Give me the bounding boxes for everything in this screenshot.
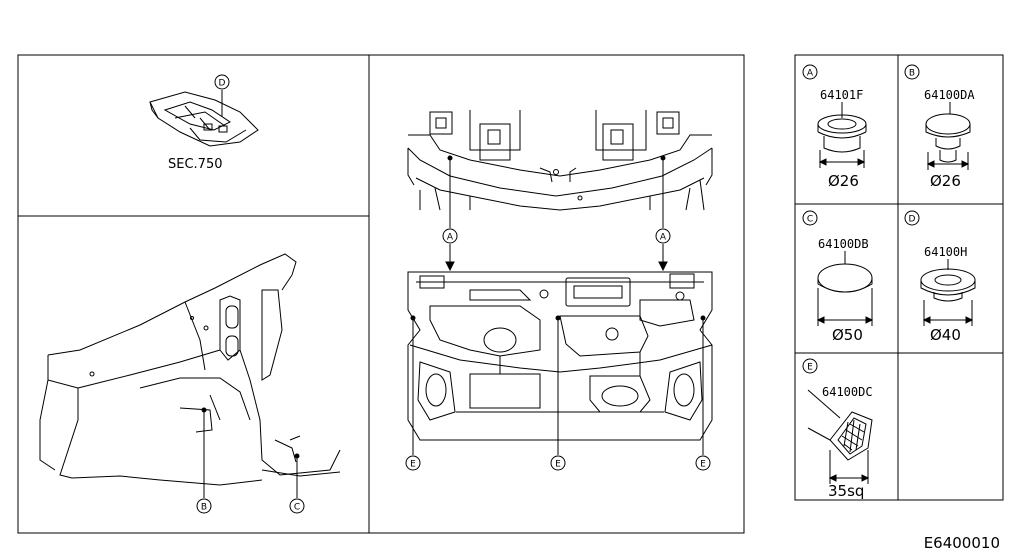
part-a-cell: A 64101F Ø26 (802, 64, 867, 190)
callout-b-bottom-label: B (201, 503, 207, 513)
side-frame-illustration (39, 253, 341, 498)
callout-e-right: E (695, 455, 711, 471)
callout-b-bottom: B (196, 498, 212, 514)
callout-a-left: A (442, 228, 458, 244)
callout-d-top: D (214, 74, 230, 90)
part-c-dimension: Ø50 (832, 326, 863, 344)
section-reference: SEC.750 (168, 157, 223, 172)
part-c-number: 64100DB (818, 237, 869, 251)
callout-a-right-label: A (660, 233, 667, 243)
part-a-dimension: Ø26 (828, 172, 859, 190)
part-e-number: 64100DC (822, 385, 873, 399)
part-d-cell: D 64100H Ø40 (904, 210, 976, 344)
callout-e-middle: E (550, 455, 566, 471)
callout-e-right-label: E (700, 460, 706, 470)
part-c-cell: C 64100DB Ø50 (802, 210, 874, 344)
part-e-key: E (807, 363, 813, 373)
sec750-bracket-illustration (149, 90, 259, 147)
panel-frames (17, 54, 1004, 534)
part-b-number: 64100DA (924, 88, 975, 102)
callout-a-right: A (655, 228, 671, 244)
part-a-key: A (807, 69, 814, 79)
part-e-cell: E 64100DC 35sq (802, 358, 873, 500)
callout-e-left-label: E (410, 460, 416, 470)
part-c-key: C (807, 215, 813, 225)
callout-c-bottom: C (289, 498, 305, 514)
callout-c-bottom-label: C (294, 503, 300, 513)
dash-panel-illustration (407, 271, 713, 455)
part-a-number: 64101F (820, 88, 863, 102)
callout-d-top-label: D (219, 79, 226, 89)
callout-e-left: E (405, 455, 421, 471)
cowl-top-illustration (407, 110, 713, 272)
drawing-reference: E6400010 (924, 534, 1000, 552)
part-b-dimension: Ø26 (930, 172, 961, 190)
callout-e-middle-label: E (555, 460, 561, 470)
part-b-cell: B 64100DA Ø26 (904, 64, 975, 190)
part-d-dimension: Ø40 (930, 326, 961, 344)
part-d-number: 64100H (924, 245, 967, 259)
part-e-dimension: 35sq (828, 482, 864, 500)
part-b-key: B (909, 69, 915, 79)
callout-a-left-label: A (447, 233, 454, 243)
part-d-key: D (909, 215, 916, 225)
